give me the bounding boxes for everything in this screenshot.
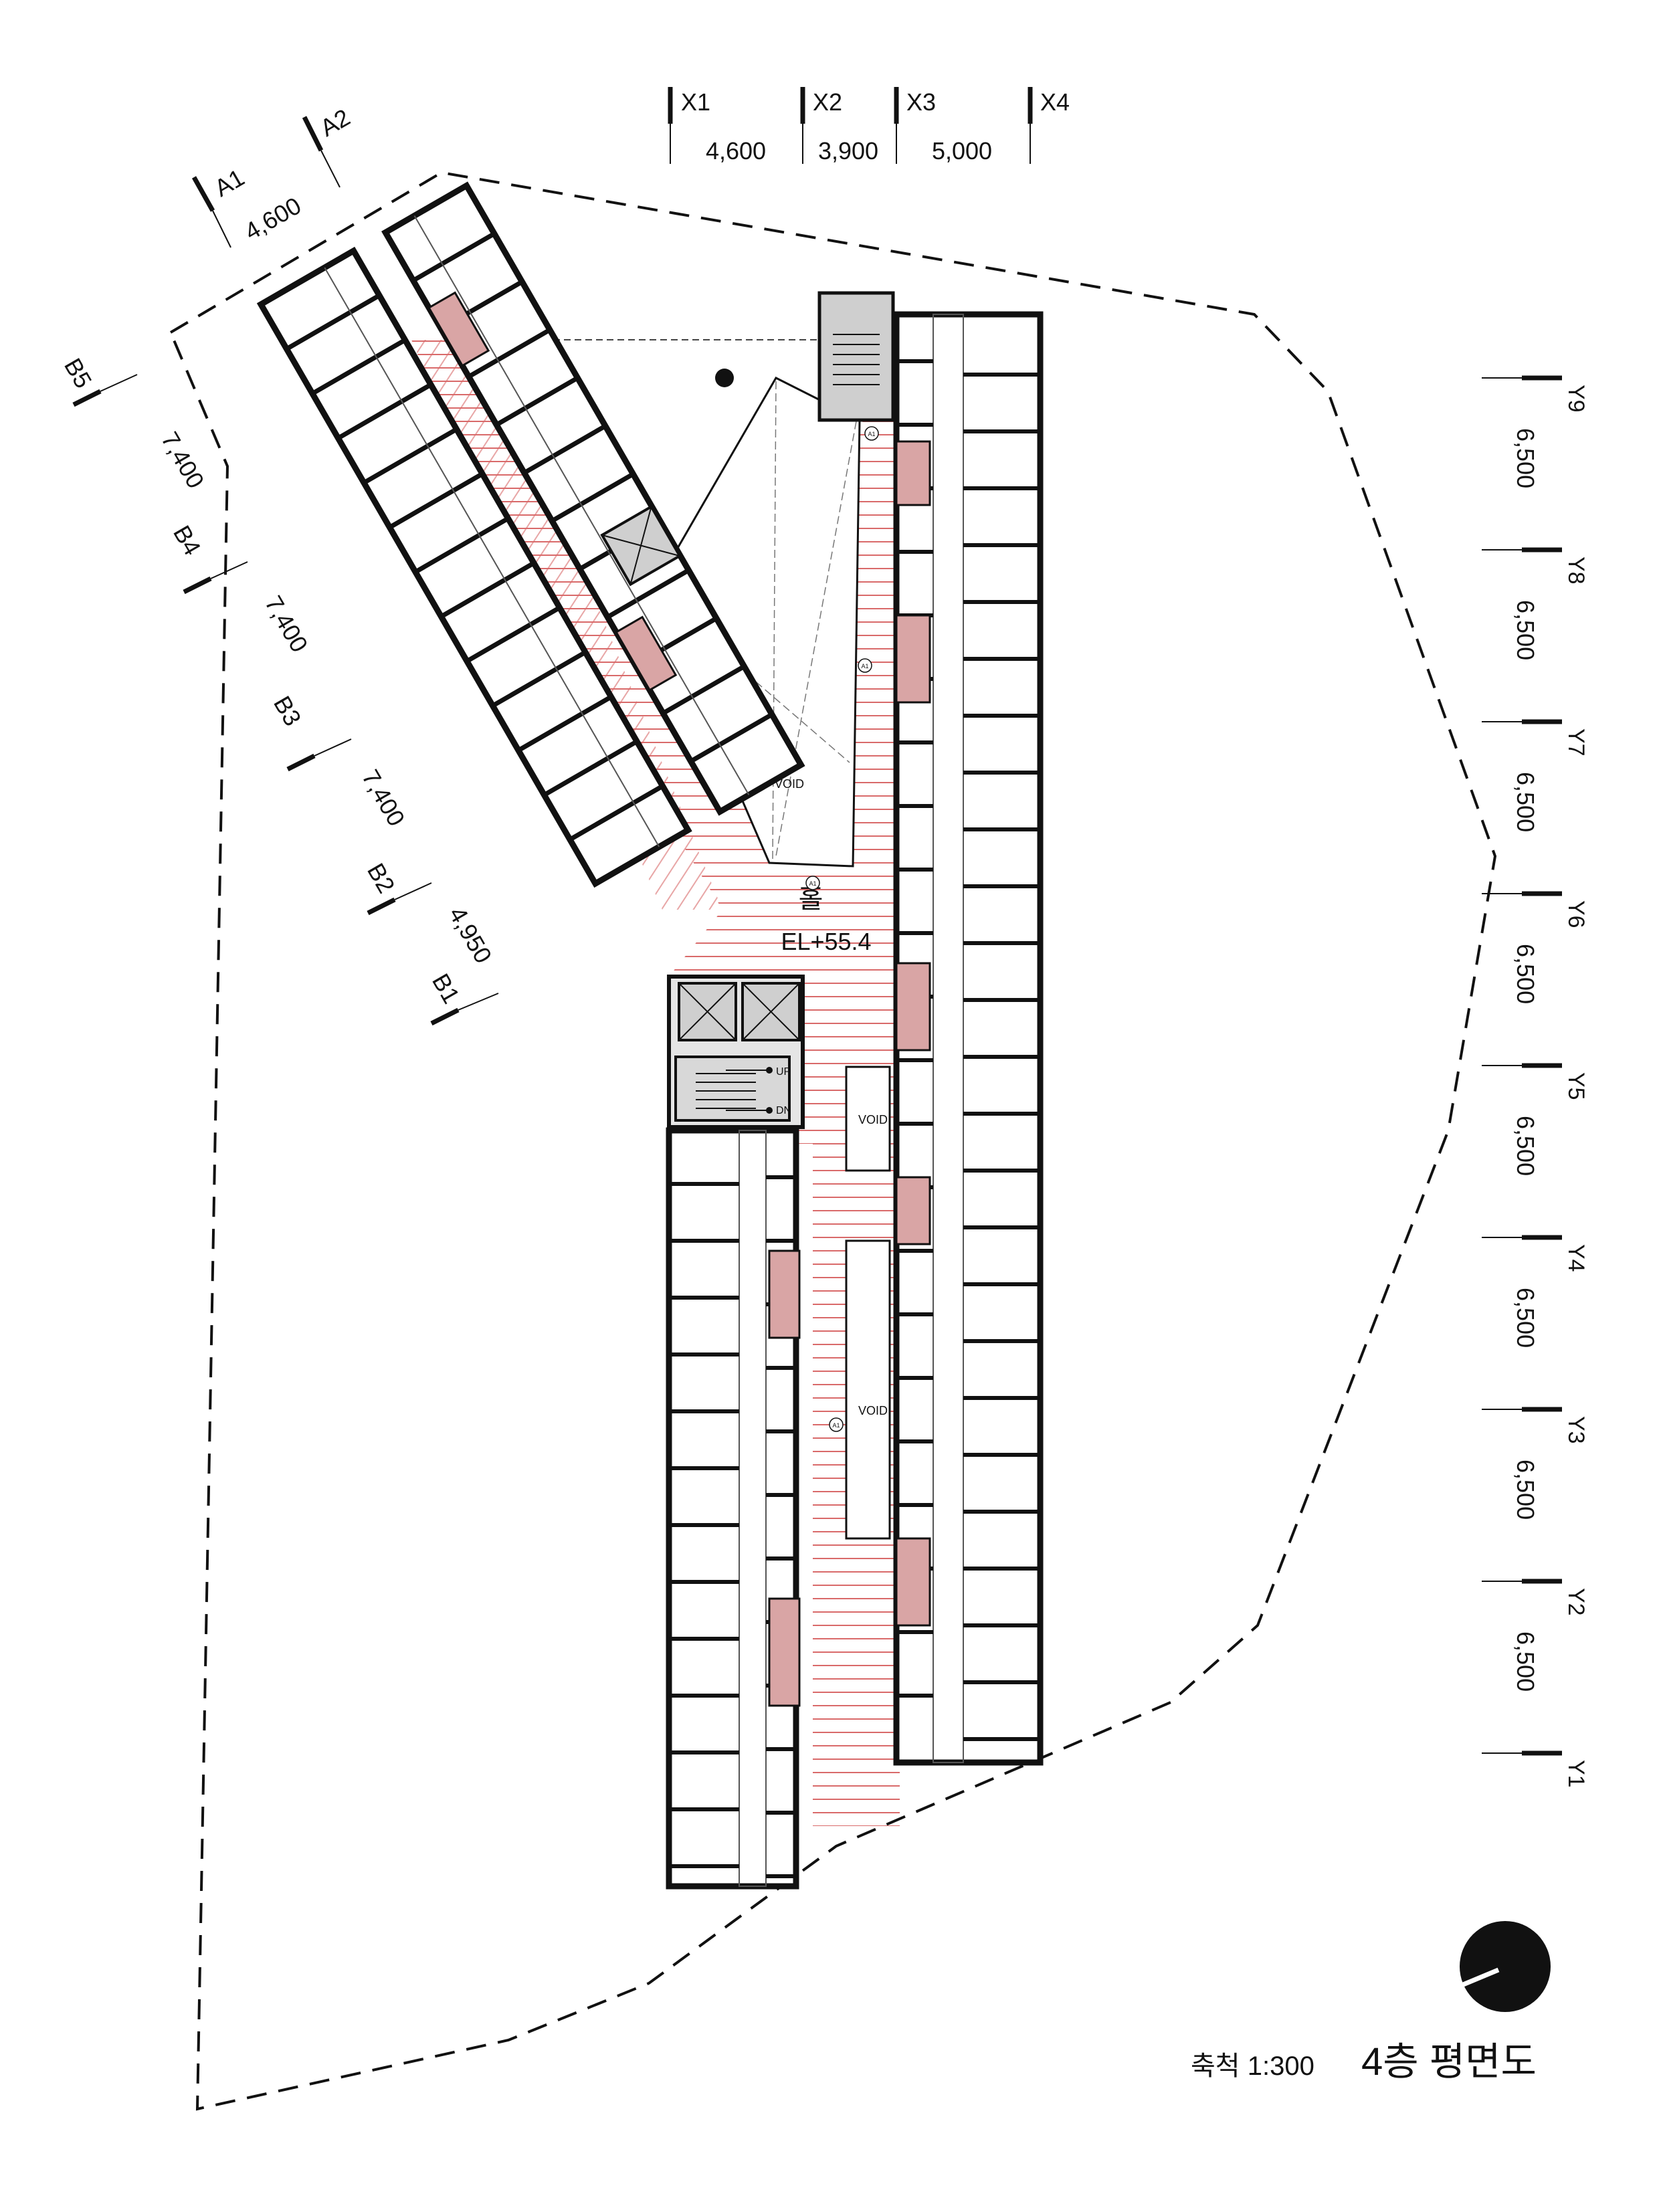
a1-label: A1 (210, 163, 250, 202)
y-axis-grid: Y96,500Y86,500Y76,500Y66,500Y56,500Y46,5… (1482, 375, 1589, 1788)
b5-dim: 7,400 (156, 427, 210, 494)
y-grid-dim: 6,500 (1512, 772, 1539, 832)
y-grid-label: Y1 (1563, 1760, 1589, 1788)
left-wing (666, 1127, 801, 1890)
y-grid-label: Y2 (1563, 1588, 1589, 1616)
b4-label: B4 (168, 521, 207, 561)
b5-label: B5 (59, 354, 98, 393)
site-boundary (169, 171, 1497, 2111)
b2-dim: 4,950 (444, 902, 498, 969)
x4-label: X4 (1040, 88, 1070, 116)
y-grid-dim: 6,500 (1512, 1288, 1539, 1348)
y-grid-label: Y4 (1563, 1244, 1589, 1272)
x3-label: X3 (906, 88, 936, 116)
b2-label: B2 (362, 859, 401, 898)
void-label-3: VOID (858, 1404, 888, 1417)
stair-down-label: DN (776, 1105, 791, 1116)
y-grid-label: Y9 (1563, 385, 1589, 413)
stair-up-label: UP (776, 1066, 791, 1078)
y-grid-dim: 6,500 (1512, 600, 1539, 660)
svg-text:A1: A1 (868, 431, 875, 437)
a1-dim: 4,600 (240, 191, 306, 245)
y-grid-label: Y3 (1563, 1416, 1589, 1444)
b1-label: B1 (427, 969, 466, 1009)
lift-shaft (600, 504, 682, 587)
a-axis-grid: A1 A2 4,600 (191, 103, 355, 248)
elevator-stair-core (667, 975, 805, 1129)
column-marker (715, 369, 734, 387)
void-box-2 (845, 1239, 891, 1540)
y-grid-label: Y5 (1563, 1072, 1589, 1100)
y-grid-dim: 6,500 (1512, 944, 1539, 1004)
right-wing (893, 311, 1044, 1766)
svg-text:A1: A1 (809, 880, 816, 887)
b3-dim: 7,400 (357, 765, 411, 831)
scale-label: 축척 1:300 (1191, 2051, 1314, 2081)
void-box-1 (845, 1066, 891, 1172)
b3-label: B3 (268, 692, 307, 731)
top-stair (817, 291, 895, 422)
x1-dim: 4,600 (706, 137, 766, 165)
x1-label: X1 (681, 88, 710, 116)
y-grid-dim: 6,500 (1512, 428, 1539, 488)
north-arrow-icon (1457, 1921, 1551, 2012)
diagonal-wing (256, 181, 805, 888)
y-grid-dim: 6,500 (1512, 1116, 1539, 1176)
void-label-1: VOID (775, 777, 804, 791)
y-grid-label: Y6 (1563, 900, 1589, 928)
hall-elevation: EL+55.4 (781, 928, 871, 955)
y-grid-label: Y7 (1563, 728, 1589, 757)
y-grid-label: Y8 (1563, 557, 1589, 585)
b4-dim: 7,400 (260, 591, 314, 658)
svg-text:A1: A1 (832, 1422, 840, 1429)
x3-dim: 5,000 (932, 137, 992, 165)
x2-dim: 3,900 (818, 137, 878, 165)
svg-text:A1: A1 (861, 663, 868, 670)
x2-label: X2 (813, 88, 842, 116)
void-label-2: VOID (858, 1113, 888, 1126)
x-axis-grid: X1 X2 X3 X4 4,600 3,900 5,000 (668, 87, 1070, 165)
plan-title: 4층 평면도 (1361, 2040, 1537, 2084)
y-grid-dim: 6,500 (1512, 1460, 1539, 1520)
section-marks: A1 A1 A1 A1 (805, 426, 879, 1432)
a2-label: A2 (316, 103, 355, 142)
y-grid-dim: 6,500 (1512, 1631, 1539, 1692)
